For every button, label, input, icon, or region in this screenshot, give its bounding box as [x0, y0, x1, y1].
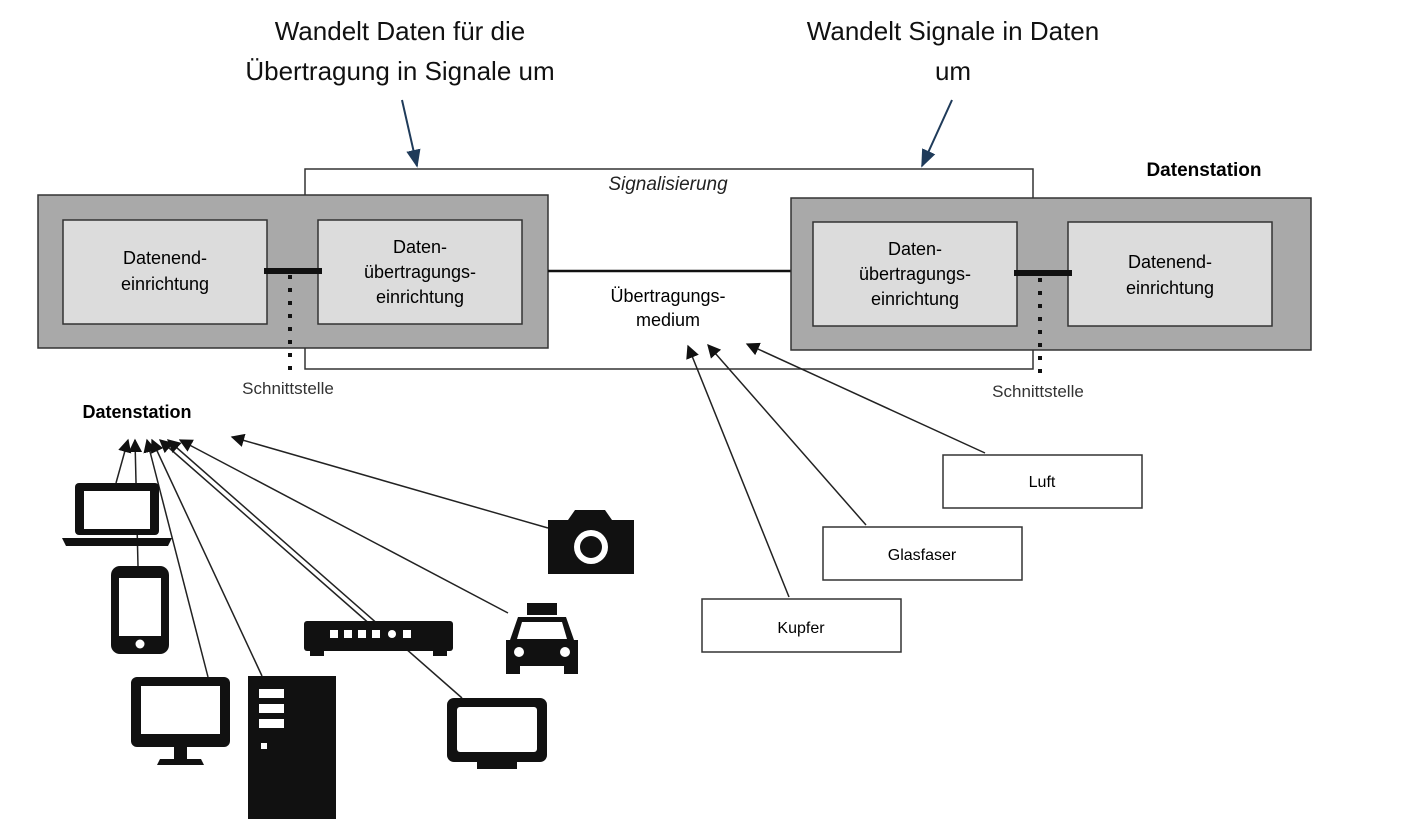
- right-due-line-1: Daten-: [888, 239, 942, 259]
- device-arrows: [115, 433, 549, 699]
- kupfer-arrow: [686, 344, 790, 598]
- right-station: Datenstation Daten- übertragungs- einric…: [790, 160, 1312, 401]
- medium-type-kupfer-label: Kupfer: [777, 620, 825, 637]
- right-dee-box: [1067, 221, 1273, 327]
- medium-type-glasfaser: Glasfaser: [822, 526, 1023, 581]
- medium-type-glasfaser-label: Glasfaser: [888, 547, 957, 564]
- left-due-box: [317, 219, 523, 325]
- left-due-line-2: übertragungs-: [364, 262, 476, 282]
- right-due-line-2: übertragungs-: [859, 264, 971, 284]
- medium-label-line-1: Übertragungs-: [610, 286, 725, 306]
- sender-annotation-line-2: Übertragung in Signale um: [245, 56, 554, 86]
- left-dee-box: [62, 219, 268, 325]
- receiver-annotation: Wandelt Signale in Daten um: [807, 16, 1099, 168]
- medium-type-luft: Luft: [942, 454, 1143, 509]
- right-dee-line-1: Datenend-: [1128, 252, 1212, 272]
- left-station: Datenend- einrichtung Daten- übertragung…: [37, 194, 549, 422]
- taxi-arrow: [178, 439, 509, 614]
- smartphone-icon: [111, 566, 169, 654]
- medium-type-luft-box: [942, 454, 1143, 509]
- monitor-icon: [131, 677, 230, 765]
- sender-annotation-line-1: Wandelt Daten für die: [275, 16, 526, 46]
- server-tower-icon: [248, 676, 336, 819]
- right-due-line-3: einrichtung: [871, 289, 959, 309]
- receiver-annotation-line-1: Wandelt Signale in Daten: [807, 16, 1099, 46]
- left-dee-line-1: Datenend-: [123, 248, 207, 268]
- server-arrow: [151, 438, 263, 677]
- camera-icon: [548, 510, 634, 574]
- left-interface-label: Schnittstelle: [242, 379, 334, 398]
- network-switch-icon: [304, 621, 453, 656]
- left-due-line-3: einrichtung: [376, 287, 464, 307]
- medium-label-line-2: medium: [636, 310, 700, 330]
- sender-annotation-arrow: [401, 99, 421, 168]
- medium-type-kupfer: Kupfer: [701, 598, 902, 653]
- switch-arrow: [158, 439, 373, 627]
- luft-arrow: [745, 342, 986, 454]
- signalisierung-label: Signalisierung: [608, 174, 728, 195]
- laptop-arrow: [115, 438, 132, 484]
- left-dee-line-2: einrichtung: [121, 274, 209, 294]
- medium-type-glasfaser-box: [822, 526, 1023, 581]
- monitor-arrow: [143, 438, 209, 678]
- left-due-line-1: Daten-: [393, 237, 447, 257]
- receiver-annotation-arrow: [921, 99, 953, 168]
- medium-type-luft-label: Luft: [1029, 474, 1056, 491]
- right-dee-line-2: einrichtung: [1126, 278, 1214, 298]
- right-due-box: [812, 221, 1018, 327]
- right-station-label: Datenstation: [1146, 160, 1261, 181]
- camera-arrow: [230, 433, 549, 529]
- medium-type-kupfer-box: [701, 598, 902, 653]
- tv-arrow: [166, 439, 463, 699]
- left-station-label: Datenstation: [82, 402, 191, 422]
- right-interface-label: Schnittstelle: [992, 382, 1084, 401]
- glasfaser-arrow: [707, 343, 867, 526]
- laptop-icon: [62, 483, 172, 546]
- receiver-annotation-line-2: um: [935, 56, 971, 86]
- taxi-icon: [506, 603, 578, 674]
- sender-annotation: Wandelt Daten für die Übertragung in Sig…: [245, 16, 555, 168]
- tv-icon: [447, 698, 547, 769]
